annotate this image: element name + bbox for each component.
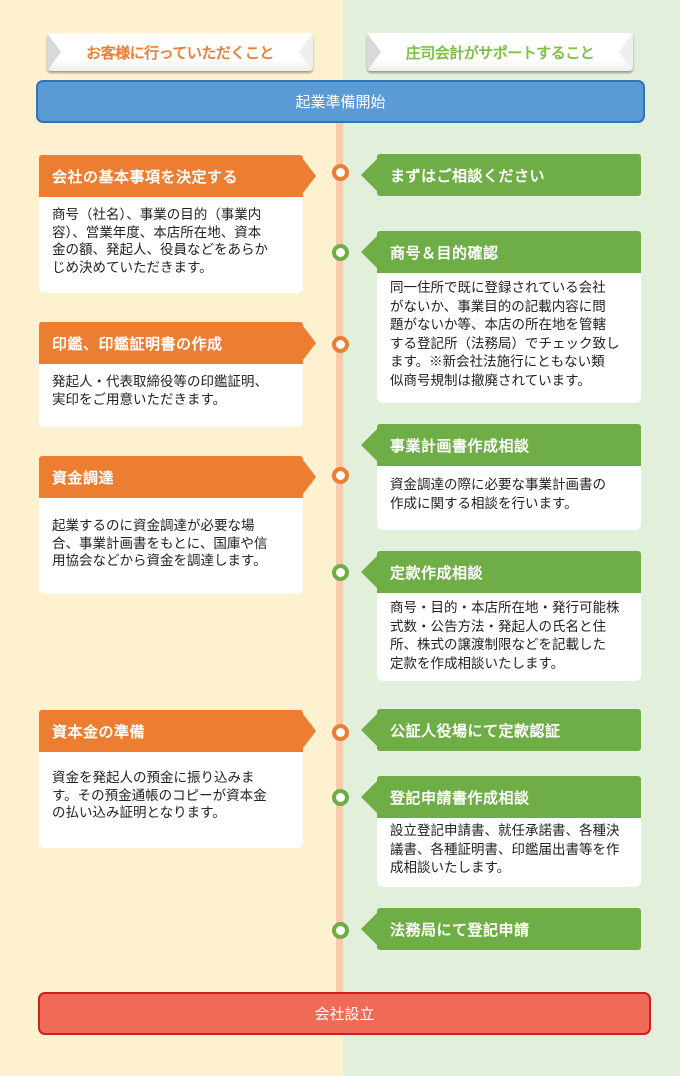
customer-column-header-label: お客様に行っていただくこと bbox=[86, 43, 274, 62]
timeline-node-icon bbox=[332, 922, 349, 939]
end-bar: 会社設立 bbox=[38, 992, 651, 1035]
step-title: 公証人役場にて定款認証 bbox=[361, 709, 641, 751]
timeline-node-icon bbox=[332, 164, 349, 181]
support-step-name-purpose-check: 商号＆目的確認 同一住所で既に登録されている会社 がないか、事業目的の記載内容に… bbox=[361, 231, 641, 403]
customer-step-funding: 資金調達 起業するのに資金調達が必要な場 合、事業計画書をもとに、国庫や信 用協… bbox=[39, 456, 316, 594]
step-description: 起業するのに資金調達が必要な場 合、事業計画書をもとに、国庫や信 用協会などから… bbox=[39, 498, 303, 594]
support-step-legal-bureau: 法務局にて登記申請 bbox=[361, 908, 641, 950]
timeline-node-icon bbox=[332, 336, 349, 353]
step-description: 同一住所で既に登録されている会社 がないか、事業目的の記載内容に問 題がないか等… bbox=[377, 273, 641, 403]
customer-step-seal: 印鑑、印鑑証明書の作成 発起人・代表取締役等の印鑑証明、 実印をご用意いただきま… bbox=[39, 322, 316, 427]
step-title: 法務局にて登記申請 bbox=[361, 908, 641, 950]
support-step-notary: 公証人役場にて定款認証 bbox=[361, 709, 641, 751]
customer-column-header: お客様に行っていただくこと bbox=[47, 33, 313, 71]
customer-step-basic-matters: 会社の基本事項を決定する 商号（社名）、事業の目的（事業内 容）、営業年度、本店… bbox=[39, 155, 316, 293]
step-title: 商号＆目的確認 bbox=[361, 231, 641, 273]
support-step-articles: 定款作成相談 商号・目的・本店所在地・発行可能株 式数・公告方法・発起人の氏名と… bbox=[361, 551, 641, 681]
timeline-node-icon bbox=[332, 724, 349, 741]
step-title: 会社の基本事項を決定する bbox=[39, 155, 316, 197]
step-title: 登記申請書作成相談 bbox=[361, 776, 641, 818]
step-title: まずはご相談ください bbox=[361, 154, 641, 196]
customer-step-capital: 資本金の準備 資金を発起人の預金に振り込みま す。その預金通帳のコピーが資本金 … bbox=[39, 710, 316, 848]
step-title: 事業計画書作成相談 bbox=[361, 424, 641, 466]
step-description: 資金調達の際に必要な事業計画書の 作成に関する相談を行います。 bbox=[377, 466, 641, 530]
support-column-header: 庄司会計がサポートすること bbox=[367, 33, 633, 71]
support-column-header-label: 庄司会計がサポートすること bbox=[405, 43, 595, 62]
support-step-business-plan: 事業計画書作成相談 資金調達の際に必要な事業計画書の 作成に関する相談を行います… bbox=[361, 424, 641, 530]
timeline-line bbox=[336, 118, 343, 998]
step-title: 定款作成相談 bbox=[361, 551, 641, 593]
step-description: 商号・目的・本店所在地・発行可能株 式数・公告方法・発起人の氏名と住 所、株式の… bbox=[377, 593, 641, 681]
timeline-node-icon bbox=[332, 564, 349, 581]
step-title: 資本金の準備 bbox=[39, 710, 316, 752]
step-title: 印鑑、印鑑証明書の作成 bbox=[39, 322, 316, 364]
step-description: 資金を発起人の預金に振り込みま す。その預金通帳のコピーが資本金 の払い込み証明… bbox=[39, 752, 303, 848]
timeline-node-icon bbox=[332, 789, 349, 806]
step-description: 商号（社名）、事業の目的（事業内 容）、営業年度、本店所在地、資本 金の額、発起… bbox=[39, 197, 303, 293]
start-bar-label: 起業準備開始 bbox=[295, 93, 386, 111]
start-bar: 起業準備開始 bbox=[36, 80, 645, 123]
support-step-registration-docs: 登記申請書作成相談 設立登記申請書、就任承諾書、各種決 議書、各種証明書、印鑑届… bbox=[361, 776, 641, 887]
timeline-node-icon bbox=[332, 244, 349, 261]
step-title: 資金調達 bbox=[39, 456, 316, 498]
step-description: 設立登記申請書、就任承諾書、各種決 議書、各種証明書、印鑑届出書等を作 成相談い… bbox=[377, 818, 641, 887]
timeline-node-icon bbox=[332, 467, 349, 484]
support-step-consultation: まずはご相談ください bbox=[361, 154, 641, 196]
end-bar-label: 会社設立 bbox=[314, 1005, 375, 1023]
step-description: 発起人・代表取締役等の印鑑証明、 実印をご用意いただきます。 bbox=[39, 364, 303, 427]
